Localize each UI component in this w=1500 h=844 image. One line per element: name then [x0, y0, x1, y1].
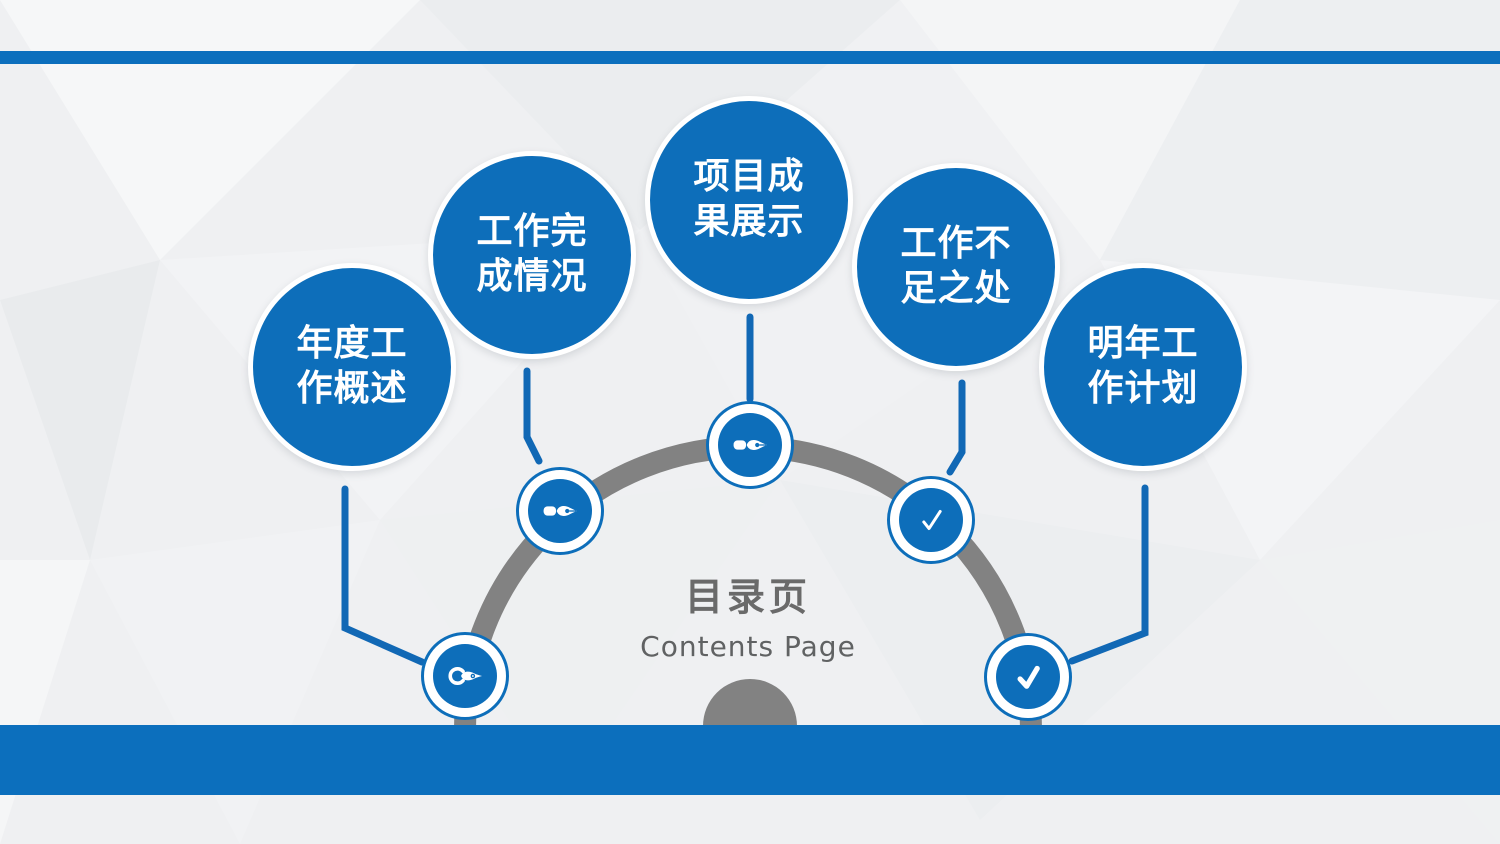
topic-label-line: 工作不 [900, 223, 1012, 265]
topic-label-line: 明年工 [1087, 323, 1199, 365]
pen-nib-icon [718, 413, 782, 477]
pen-ring-icon [433, 644, 497, 708]
arc-node-2 [516, 467, 604, 555]
topic-label-line: 项目成 [693, 156, 805, 198]
page-subtitle: Contents Page [640, 630, 856, 663]
arc-node-4 [887, 476, 975, 564]
arc-node-1 [421, 632, 509, 720]
topic-circle-work-completion: 工作完 成情况 [428, 151, 636, 359]
center-pedestal [703, 679, 797, 726]
topic-label-line: 年度工 [296, 323, 408, 365]
topic-circle-annual-overview: 年度工 作概述 [248, 263, 456, 471]
topic-circle-next-year-plan: 明年工 作计划 [1039, 263, 1247, 471]
connector-line-5 [1068, 484, 1149, 665]
topic-label-line: 果展示 [693, 201, 805, 242]
connector-line-4 [946, 379, 966, 476]
pen-nib-icon [528, 479, 592, 543]
top-accent-bar [0, 51, 1500, 64]
topic-label-line: 作概述 [296, 368, 408, 409]
connector-line-1 [341, 485, 426, 666]
topic-label-line: 作计划 [1087, 368, 1199, 409]
connector-line-2 [523, 367, 543, 465]
page-title: 目录页 [684, 575, 811, 619]
check-bold-icon [996, 645, 1060, 709]
topic-label-line: 足之处 [900, 268, 1012, 309]
topic-circle-project-results: 项目成 果展示 [645, 96, 853, 304]
center-text-block: 目录页 Contents Page [573, 566, 923, 663]
topic-label-line: 工作完 [476, 211, 588, 253]
topic-label-line: 成情况 [476, 256, 588, 297]
bottom-accent-bar [0, 725, 1500, 795]
topic-circle-shortcomings: 工作不 足之处 [852, 163, 1060, 371]
arc-node-5 [984, 633, 1072, 721]
check-icon [899, 488, 963, 552]
arc-node-3 [706, 401, 794, 489]
